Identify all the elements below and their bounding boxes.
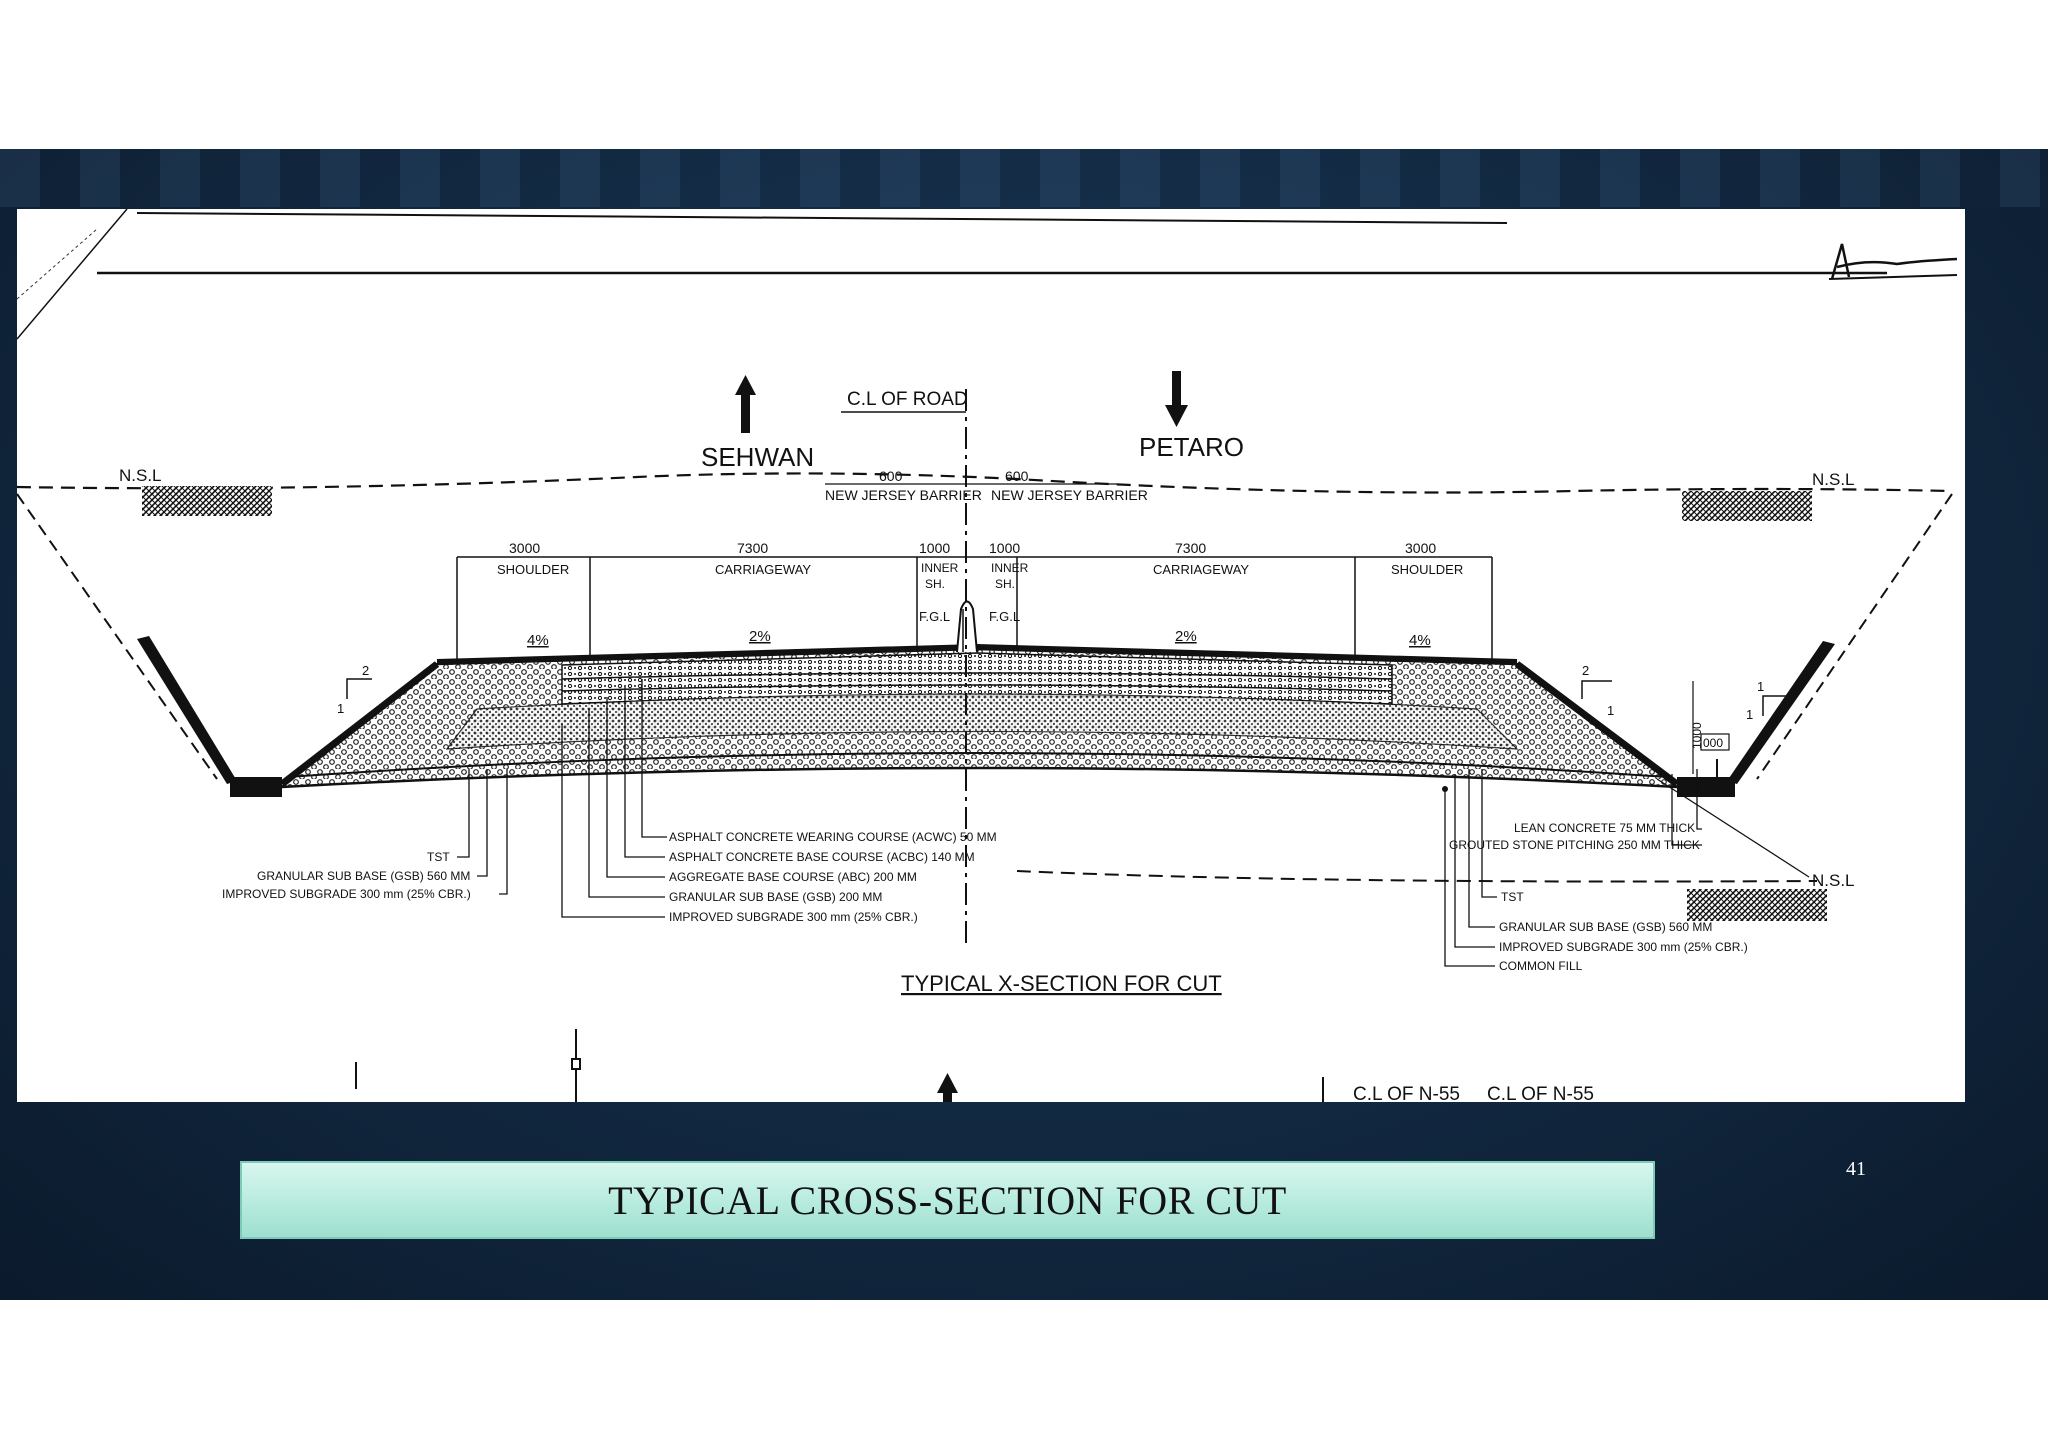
signature-mark	[1828, 243, 1958, 280]
direction-left-label: SEHWAN	[701, 442, 814, 472]
nsl-lower-line	[1016, 870, 1818, 883]
label-shoulder-left: SHOULDER	[497, 562, 569, 577]
leaders-right	[1444, 769, 1810, 967]
side-slope-right-h: 2	[1582, 663, 1589, 678]
cut-slope-right-v: 1	[1746, 707, 1753, 722]
dim-inner-right: 1000	[989, 540, 1020, 556]
barrier-label-left: NEW JERSEY BARRIER	[825, 487, 982, 503]
arrow-down-icon	[1165, 371, 1188, 427]
dim-inner-left: 1000	[919, 540, 950, 556]
cross-section-drawing: N.S.L N.S.L N.S.L C.L O	[17, 209, 1965, 1102]
caption-box: TYPICAL CROSS-SECTION FOR CUT	[240, 1161, 1655, 1239]
nsl-hatch-right	[1682, 491, 1812, 521]
layer-right-top-1: GROUTED STONE PITCHING 250 MM THICK	[1449, 838, 1700, 852]
layer-center-3: GRANULAR SUB BASE (GSB) 200 MM	[669, 890, 882, 904]
drain-left	[230, 777, 282, 797]
cut-slope-right-dashed	[1756, 493, 1953, 780]
direction-right-label: PETARO	[1139, 432, 1244, 462]
stone-pitching-left	[137, 636, 237, 784]
label-inner-right-1: INNER	[991, 561, 1029, 575]
label-inner-right-2: SH.	[995, 577, 1015, 591]
page-number: 41	[1846, 1158, 1866, 1180]
slide-caption: TYPICAL CROSS-SECTION FOR CUT	[608, 1177, 1287, 1223]
label-fgl-left: F.G.L	[919, 609, 950, 624]
bottom-label-0: C.L OF N-55	[1353, 1084, 1460, 1102]
label-inner-left-2: SH.	[925, 577, 945, 591]
label-fgl-right: F.G.L	[989, 609, 1020, 624]
nsl-ground-line	[17, 472, 1953, 494]
cut-slope-right-h: 1	[1757, 679, 1764, 694]
dim-carriageway-right: 7300	[1175, 540, 1206, 556]
drain-depth-label: 1000	[1690, 722, 1704, 749]
side-slope-left-v: 1	[337, 701, 344, 716]
slope-carriageway-right: 2%	[1175, 628, 1197, 645]
layer-left-2: IMPROVED SUBGRADE 300 mm (25% CBR.)	[222, 887, 471, 901]
barrier-width-left: 600	[879, 468, 903, 484]
slope-carriageway-left: 2%	[749, 628, 771, 645]
slope-shoulder-right: 4%	[1409, 632, 1431, 649]
label-shoulder-right: SHOULDER	[1391, 562, 1463, 577]
label-carriageway-right: CARRIAGEWAY	[1153, 562, 1249, 577]
layer-right-top-0: LEAN CONCRETE 75 MM THICK	[1514, 821, 1695, 835]
layer-right-bottom-1: GRANULAR SUB BASE (GSB) 560 MM	[1499, 920, 1712, 934]
stone-pitching-right	[1727, 641, 1835, 784]
drain-width-label: 000	[1703, 736, 1723, 750]
dim-shoulder-left: 3000	[509, 540, 540, 556]
bottom-label-1: C.L OF N-55	[1487, 1084, 1594, 1102]
section-title: TYPICAL X-SECTION FOR CUT	[901, 971, 1222, 996]
drain-right	[1677, 777, 1735, 797]
leaders-left	[457, 769, 508, 895]
centerline-label: C.L OF ROAD	[847, 389, 968, 410]
side-slope-left-h: 2	[362, 663, 369, 678]
nsl-label-left: N.S.L	[119, 466, 162, 485]
layer-left-0: TST	[427, 850, 450, 864]
label-inner-left-1: INNER	[921, 561, 959, 575]
layer-left-1: GRANULAR SUB BASE (GSB) 560 MM	[257, 869, 470, 883]
layer-center-0: ASPHALT CONCRETE WEARING COURSE (ACWC) 5…	[669, 830, 997, 844]
barrier-label-right: NEW JERSEY BARRIER	[991, 487, 1148, 503]
slope-shoulder-left: 4%	[527, 632, 549, 649]
layer-center-1: ASPHALT CONCRETE BASE COURSE (ACBC) 140 …	[669, 850, 975, 864]
arrow-up-icon	[735, 375, 756, 433]
title-border-lines	[17, 209, 1887, 340]
nsl-label-right: N.S.L	[1812, 470, 1855, 489]
dim-carriageway-left: 7300	[737, 540, 768, 556]
layer-center-2: AGGREGATE BASE COURSE (ABC) 200 MM	[669, 870, 917, 884]
nsl-label-right-low: N.S.L	[1812, 871, 1855, 890]
arrow-up-icon-bottom	[937, 1073, 958, 1102]
side-slope-left	[279, 661, 440, 787]
layer-right-bottom-0: TST	[1501, 890, 1524, 904]
cut-slope-left-dashed	[17, 493, 218, 780]
nsl-hatch-left	[142, 486, 272, 516]
side-slope-right-v: 1	[1607, 703, 1614, 718]
layer-center-4: IMPROVED SUBGRADE 300 mm (25% CBR.)	[669, 910, 918, 924]
dimension-lines	[456, 556, 1493, 664]
dim-shoulder-right: 3000	[1405, 540, 1436, 556]
nsl-hatch-right-low	[1687, 889, 1827, 921]
layer-right-bottom-2: IMPROVED SUBGRADE 300 mm (25% CBR.)	[1499, 940, 1748, 954]
barrier-width-right: 600	[1005, 468, 1029, 484]
layer-right-bottom-3: COMMON FILL	[1499, 959, 1583, 973]
side-slope-right	[1514, 661, 1680, 787]
leaders-center	[561, 679, 667, 918]
label-carriageway-left: CARRIAGEWAY	[715, 562, 811, 577]
subbase-layer	[445, 693, 1519, 750]
next-section-fragment	[355, 1029, 1324, 1102]
